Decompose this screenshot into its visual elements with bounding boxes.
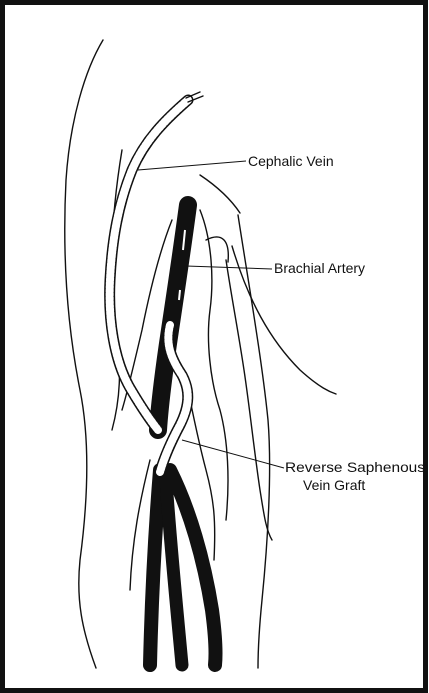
brachial-artery-label: Brachial Artery	[274, 260, 365, 276]
graft-label-line2: Vein Graft	[303, 477, 365, 493]
cephalic-vein-label: Cephalic Vein	[248, 153, 334, 169]
graft-label-line1: Reverse Saphenous	[285, 459, 425, 475]
